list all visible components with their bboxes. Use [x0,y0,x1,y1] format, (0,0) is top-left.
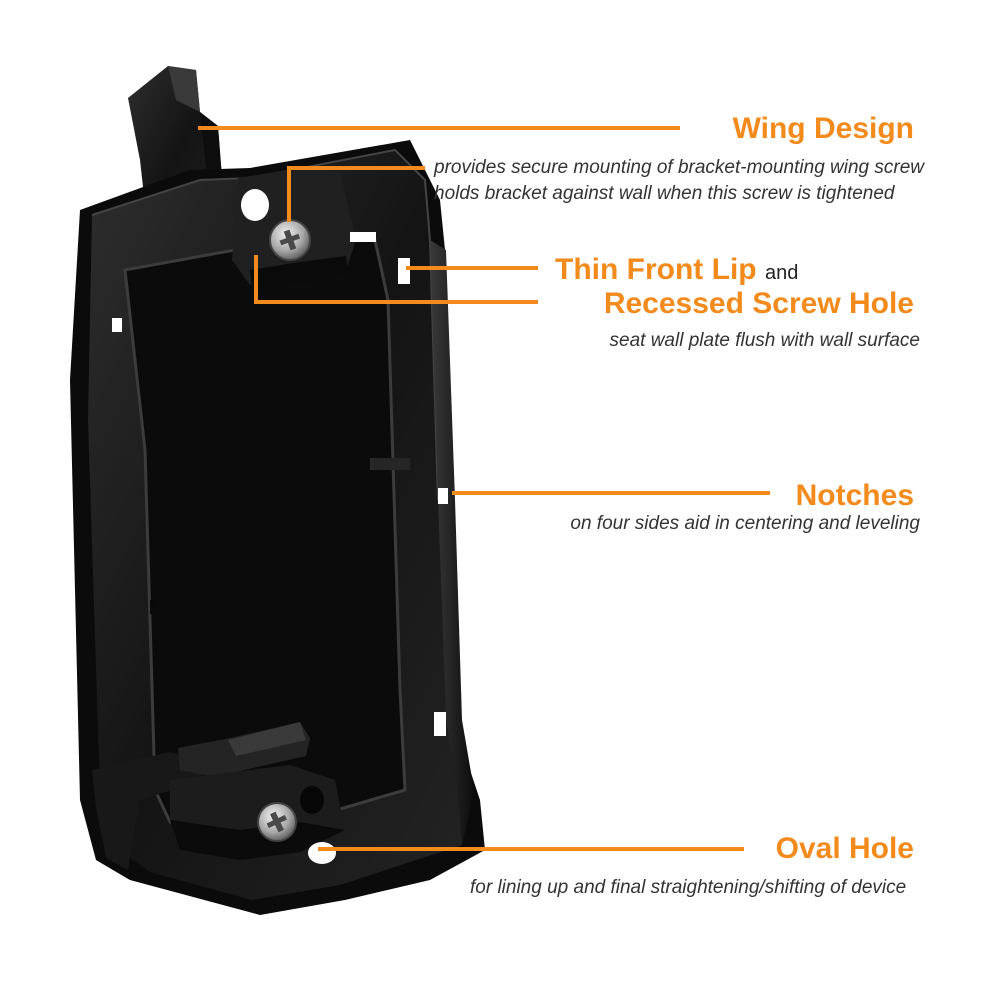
notches-title: Notches [795,479,914,512]
screw-hole-title: Recessed Screw Hole [603,287,914,320]
front-lip-description: seat wall plate flush with wall surface [609,330,920,351]
notches [112,318,448,736]
front-lip-leader [406,266,538,270]
bottom-screw-tab [170,765,345,864]
oval-hole-description: for lining up and final straightening/sh… [470,877,907,898]
wing-design-leader [198,126,680,130]
notches-description: on four sides aid in centering and level… [570,513,920,534]
oval-hole-leader [318,847,744,851]
wing-screw-leader-horizontal [288,166,425,170]
screw-icon [269,219,311,261]
front-lip-title: Thin Front Lip and [555,253,798,290]
notches-leader [452,491,770,495]
bracket-frame-depth [70,140,485,915]
wing-design-title: Wing Design [732,112,914,145]
front-lip-title-text: Thin Front Lip [555,253,757,286]
wing-screw-leader-vertical [287,166,291,222]
screw-icon [257,802,297,842]
oval-hole-title: Oval Hole [775,832,914,865]
front-lip-connector: and [764,262,799,284]
screw-hole-leader-vertical [254,255,258,304]
screw-hole-leader-horizontal [254,300,538,304]
wing-design-description: provides secure mounting of bracket-moun… [434,157,925,204]
